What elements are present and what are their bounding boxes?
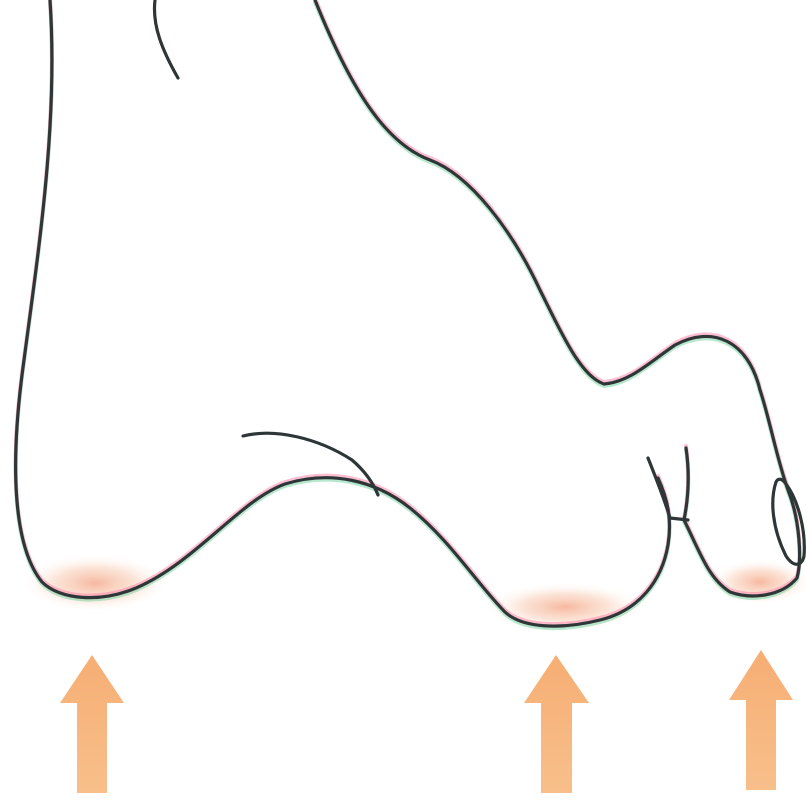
up-arrow-icon bbox=[524, 655, 589, 793]
toe-gap-line bbox=[648, 458, 688, 520]
pressure-glows bbox=[23, 555, 807, 631]
up-arrow-icon bbox=[729, 650, 793, 790]
up-arrow-icon bbox=[60, 655, 124, 793]
contact-arrows bbox=[60, 650, 793, 793]
toe-and-dorsum-outline bbox=[315, 0, 800, 596]
ankle-line bbox=[154, 0, 178, 78]
foot-outline bbox=[16, 0, 805, 628]
sole-outline bbox=[16, 0, 670, 626]
